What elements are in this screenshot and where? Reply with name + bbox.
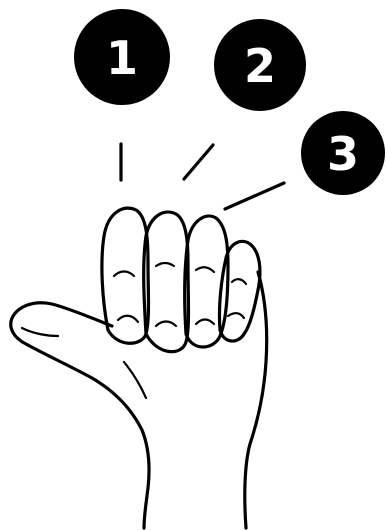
hand-illustration: [11, 208, 267, 528]
index-finger: [102, 208, 149, 343]
index-nail-mark: [118, 316, 138, 322]
middle-nail-mark: [156, 322, 176, 327]
badge-2: 2: [214, 19, 306, 111]
thumb-crease: [22, 328, 58, 336]
little-nail-mark: [228, 313, 244, 318]
palm-crease: [124, 362, 146, 398]
badge-3: 3: [301, 111, 385, 195]
thumb-and-palm-left: [11, 303, 149, 528]
index-knuckle-mark: [114, 272, 134, 277]
callout-line-2: [184, 145, 213, 179]
middle-knuckle-mark: [156, 263, 174, 266]
callout-line-3: [225, 183, 284, 209]
badge-2-label: 2: [244, 39, 276, 93]
ring-nail-mark: [196, 320, 214, 325]
middle-finger: [144, 212, 189, 352]
little-knuckle-mark: [232, 279, 246, 284]
badge-1-label: 1: [106, 31, 138, 85]
badge-1: 1: [74, 9, 170, 105]
badge-3-label: 3: [327, 127, 359, 181]
ring-knuckle-mark: [196, 267, 214, 272]
palm-outline: [245, 272, 267, 528]
little-finger: [219, 241, 259, 341]
